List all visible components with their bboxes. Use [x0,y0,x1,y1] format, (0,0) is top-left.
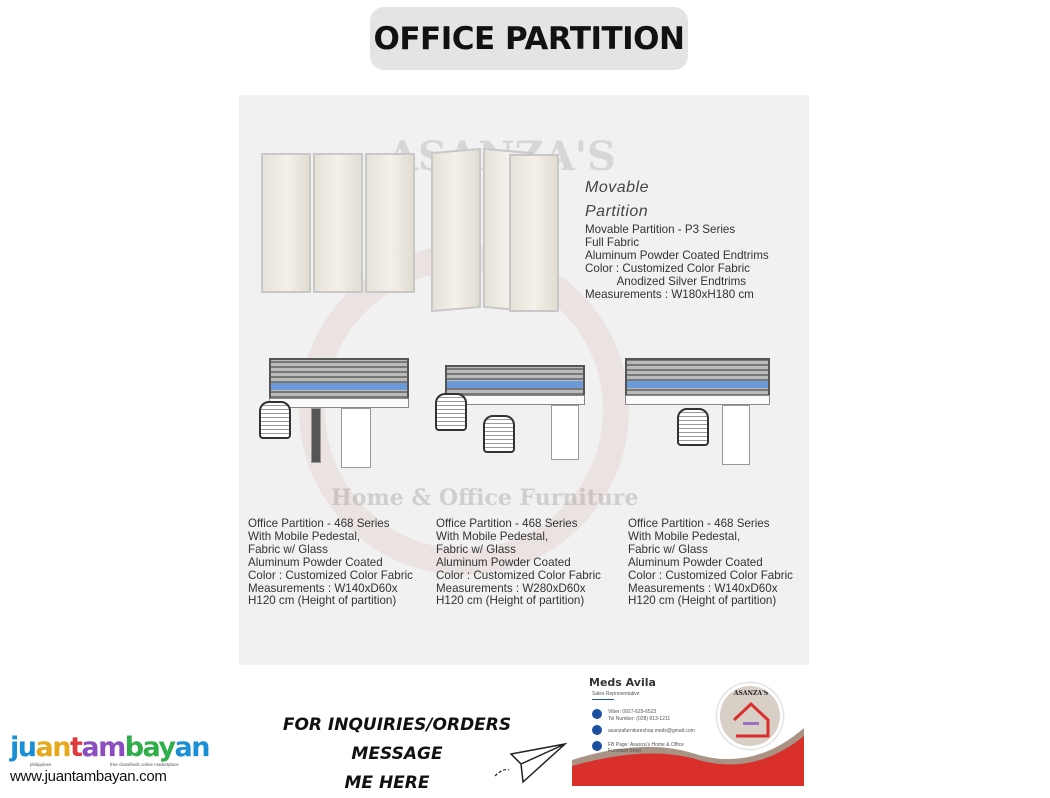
product-description-2: Office Partition - 468 Series With Mobil… [436,517,601,608]
spec-line: Fabric w/ Glass [248,542,328,556]
movable-partition-image [259,147,579,315]
spec-line: With Mobile Pedestal, [628,529,741,543]
card-tel: Tel Number: (028) 813-1211 [608,716,671,722]
spec-line: With Mobile Pedestal, [436,529,549,543]
workstation-image-2 [431,353,596,488]
spec-line: With Mobile Pedestal, [248,529,361,543]
movable-description: Movable Partition Movable Partition - P3… [585,176,769,301]
spec-line: Fabric w/ Glass [436,542,516,556]
inquiry-line: FOR INQUIRIES/ORDERS MESSAGE [282,715,512,764]
site-sub: free classifieds online marketplace [110,762,179,767]
spec-line: Office Partition - 468 Series [248,517,390,530]
house-icon [732,701,770,738]
site-sub: philippines [30,762,52,767]
spec-line: H120 cm (Height of partition) [628,594,777,608]
spec-line: Measurements : W140xD60x [248,581,398,595]
spec-line: Full Fabric [585,235,640,249]
workstation-image-1 [251,353,416,488]
movable-heading: Movable [585,179,649,196]
spec-line: Color : Customized Color Fabric [585,261,750,275]
globe-icon [592,725,602,735]
workstation-image-3 [617,353,782,488]
card-fb: Furniture Shop [608,748,642,754]
business-card: Meds Avila Sales Representative Viber: 0… [572,668,804,786]
product-description-3: Office Partition - 468 Series With Mobil… [628,517,793,608]
spec-line: Office Partition - 468 Series [436,517,578,530]
phone-icon [592,709,602,719]
card-name: Meds Avila [589,676,656,689]
spec-line: Color : Customized Color Fabric [248,568,413,582]
spec-line: Movable Partition - P3 Series [585,223,736,236]
card-email: asanzafurnitureshop.meds@gmail.com [608,728,695,734]
product-description-1: Office Partition - 468 Series With Mobil… [248,517,413,608]
spec-line: Aluminum Powder Coated [436,555,571,569]
spec-line: Color : Customized Color Fabric [436,568,601,582]
spec-line: Anodized Silver Endtrims [585,274,747,288]
site-url[interactable]: www.juantambayan.com [10,768,167,785]
page-title: OFFICE PARTITION [370,7,688,70]
spec-line: Office Partition - 468 Series [628,517,770,530]
site-brand: juantambayan [10,732,211,763]
facebook-icon [592,741,602,751]
card-role: Sales Representative [592,691,640,697]
card-viber: Viber: 0927-629-6523 [608,709,657,715]
product-panel: ASANZA'S Home & Office Furniture Movable… [239,95,809,665]
spec-line: Fabric w/ Glass [628,542,708,556]
juantambayan-logo: juantambayan philippines free classified… [10,732,211,786]
spec-line: Aluminum Powder Coated Endtrims [585,248,769,262]
watermark-tagline: Home & Office Furniture [331,485,639,511]
movable-heading: Partition [585,203,649,220]
spec-line: Measurements : W180xH180 cm [585,287,754,301]
spec-line: Color : Customized Color Fabric [628,568,793,582]
card-wave-decoration [572,728,804,786]
spec-line: Aluminum Powder Coated [628,555,763,569]
paper-plane-icon [494,742,568,784]
spec-line: Measurements : W140xD60x [628,581,778,595]
card-fb: FB Page: Asanza's Home & Office [608,742,684,748]
spec-line: Aluminum Powder Coated [248,555,383,569]
asanza-logo: ASANZA'S [717,683,783,749]
spec-line: Measurements : W280xD60x [436,581,586,595]
spec-line: H120 cm (Height of partition) [436,594,585,608]
logo-text: ASANZA'S [733,690,769,697]
spec-line: H120 cm (Height of partition) [248,594,397,608]
